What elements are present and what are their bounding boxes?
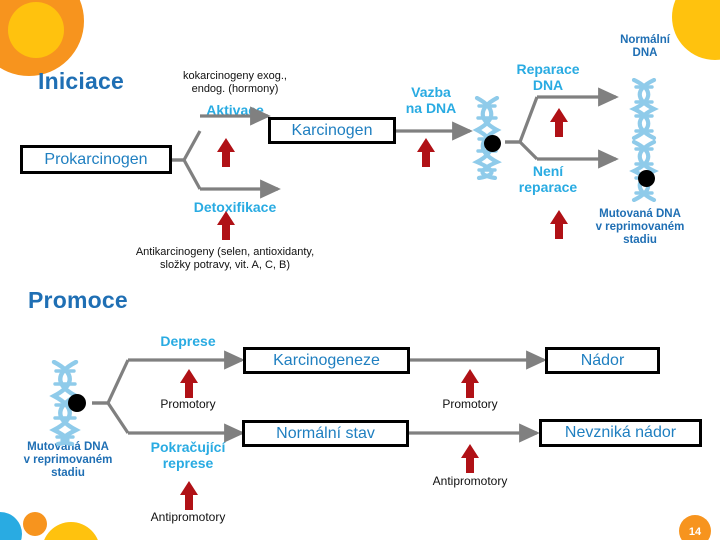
decor-circle-yellow-top-left — [8, 2, 64, 58]
box-karcinogeneze[interactable]: Karcinogeneze — [243, 347, 410, 374]
dna-helix-normal-icon — [629, 78, 659, 140]
box-nevznika-nador[interactable]: Nevzniká nádor — [539, 419, 702, 447]
label-promotory-left-text: Promotory — [160, 397, 216, 411]
red-arrow-detoxifikace — [217, 211, 235, 240]
label-antipromotory-left: Antipromotory — [127, 510, 249, 524]
label-antikarcinogeny-text: Antikarcinogeny (selen, antioxidanty, sl… — [135, 246, 315, 272]
label-deprese: Deprese — [142, 333, 234, 350]
red-arrow-reparace — [550, 108, 568, 137]
label-detoxifikace-text: Detoxifikace — [193, 199, 277, 215]
label-reparace-dna-text: Reparace DNA — [516, 61, 580, 93]
box-karcinogen[interactable]: Karcinogen — [268, 117, 396, 144]
page-number-badge: 14 — [679, 515, 711, 540]
label-normalni-dna: Normální DNA — [600, 34, 690, 60]
box-karcinogen-label: Karcinogen — [291, 121, 373, 139]
label-promotory-right: Promotory — [422, 397, 518, 411]
decor-circle-yellow-bottom-left — [42, 522, 100, 540]
label-normalni-dna-text: Normální DNA — [620, 34, 670, 60]
fork-dna-reparace — [505, 96, 539, 161]
label-antikarcinogeny: Antikarcinogeny (selen, antioxidanty, sl… — [105, 246, 345, 272]
box-nevznika-nador-label: Nevzniká nádor — [564, 424, 677, 441]
label-reparace-dna: Reparace DNA — [506, 61, 590, 93]
label-pokracujici-represe: Pokračující represe — [130, 439, 246, 471]
mutation-dot-right — [638, 170, 655, 187]
label-promotory-right-text: Promotory — [442, 397, 498, 411]
dna-helix-mutated-icon — [629, 140, 659, 202]
red-arrow-promotory-left — [180, 369, 198, 398]
box-prokarcinogen-label: Prokarcinogen — [44, 150, 148, 168]
red-arrow-antipromotory-right — [461, 444, 479, 473]
decor-circle-blue-bottom-left — [0, 512, 22, 540]
box-normalni-stav[interactable]: Normální stav — [242, 420, 409, 447]
red-influence-arrows — [180, 108, 568, 510]
label-aktivace-text: Aktivace — [206, 102, 264, 118]
fork-promoce — [92, 359, 130, 434]
label-antipromotory-left-text: Antipromotory — [150, 510, 226, 524]
red-arrow-promotory-right — [461, 369, 479, 398]
label-kokarcinogeny-text: kokarcinogeny exog., endog. (hormony) — [183, 70, 287, 96]
section-title-promoce: Promoce — [28, 287, 128, 313]
label-detoxifikace: Detoxifikace — [165, 199, 305, 216]
box-normalni-stav-label: Normální stav — [276, 424, 375, 442]
label-vazba-na-dna: Vazba na DNA — [392, 84, 470, 116]
box-nador-label: Nádor — [580, 351, 625, 369]
label-deprese-text: Deprese — [160, 333, 216, 349]
page-number-text: 14 — [688, 526, 702, 538]
section-title-iniciace: Iniciace — [38, 68, 124, 94]
label-antipromotory-right: Antipromotory — [409, 474, 531, 488]
red-arrow-vazba — [417, 138, 435, 167]
red-arrow-antipromotory-left — [180, 481, 198, 510]
label-mutovana-dna-iniciace: Mutovaná DNA v reprimovaném stadiu — [584, 208, 696, 248]
label-kokarcinogeny: kokarcinogeny exog., endog. (hormony) — [165, 70, 305, 96]
decor-circle-orange-bottom-left — [23, 512, 47, 536]
label-mutovana-dna-iniciace-text: Mutovaná DNA v reprimovaném stadiu — [595, 208, 685, 247]
label-aktivace: Aktivace — [168, 102, 302, 119]
box-prokarcinogen[interactable]: Prokarcinogen — [20, 145, 172, 174]
box-nador[interactable]: Nádor — [545, 347, 660, 374]
label-pokracujici-represe-text: Pokračující represe — [150, 439, 226, 471]
label-neni-reparace-text: Není reparace — [518, 163, 578, 195]
mutation-dot-promoce — [68, 394, 86, 412]
red-arrow-neni-reparace — [550, 210, 568, 239]
label-promotory-left: Promotory — [140, 397, 236, 411]
dna-helix-promoce-icon — [49, 360, 81, 446]
label-antipromotory-right-text: Antipromotory — [432, 474, 508, 488]
fork-prokarcinogen — [168, 130, 202, 190]
label-vazba-na-dna-text: Vazba na DNA — [405, 84, 457, 116]
red-arrow-aktivace — [217, 138, 235, 167]
mutation-dot-bound — [484, 135, 501, 152]
box-karcinogeneze-label: Karcinogeneze — [273, 351, 380, 369]
label-neni-reparace: Není reparace — [506, 163, 590, 195]
